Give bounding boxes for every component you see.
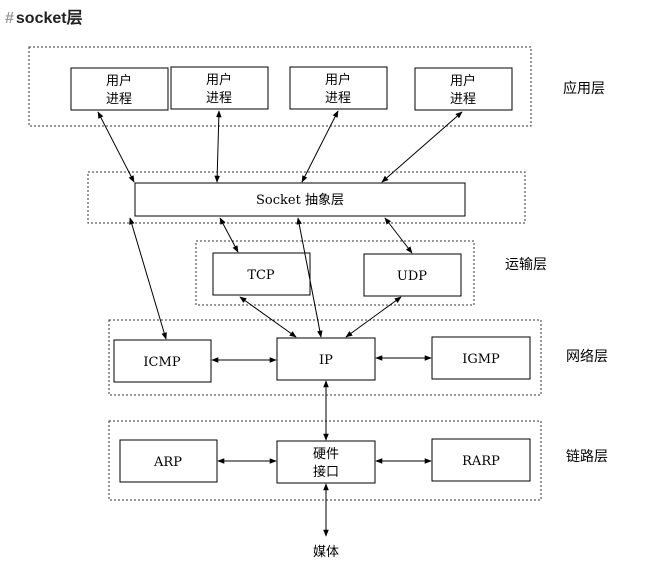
user-process-3-line2: 进程	[325, 91, 351, 106]
user-process-1-line1: 用户	[106, 73, 132, 89]
user-process-box-1	[70, 67, 169, 111]
arrow-process3-socket	[301, 110, 339, 183]
icmp-box	[113, 339, 212, 383]
user-process-box-2	[170, 66, 269, 110]
heading-hash: #	[5, 10, 14, 27]
section-heading: #socket层	[5, 4, 83, 28]
arp-label: ARP	[153, 455, 182, 470]
application-layer-region	[28, 46, 532, 127]
hardware-interface-line2: 接口	[313, 464, 339, 480]
socket-box	[134, 182, 466, 217]
udp-label: UDP	[397, 269, 427, 284]
user-process-4-line1: 用户	[450, 73, 476, 89]
media-label: 媒体	[313, 545, 339, 560]
arrow-process2-socket	[214, 110, 222, 183]
ip-box	[276, 337, 376, 381]
arrow-socket-tcp	[219, 217, 239, 253]
application-layer-label: 应用层	[563, 80, 605, 97]
hardware-interface-box	[276, 440, 376, 484]
network-layer-region	[108, 319, 542, 396]
socket-label: Socket 抽象层	[256, 193, 344, 208]
tcp-box	[212, 252, 311, 296]
arrow-process1-socket	[97, 111, 135, 183]
arrow-tcp-ip	[239, 296, 297, 338]
arrow-socket-ip	[296, 217, 323, 338]
icmp-label: ICMP	[143, 355, 180, 370]
arp-box	[119, 439, 218, 483]
network-layer-label: 网络层	[566, 349, 608, 365]
udp-box	[363, 253, 462, 297]
user-process-3-line1: 用户	[325, 72, 351, 88]
user-process-4-line2: 进程	[450, 92, 476, 107]
igmp-box	[431, 336, 531, 380]
heading-title: socket层	[15, 10, 83, 27]
rarp-box	[431, 438, 531, 482]
arrow-udp-ip	[345, 296, 402, 338]
transport-layer-region	[195, 240, 475, 306]
user-process-2-line1: 用户	[206, 72, 232, 88]
user-process-box-4	[414, 67, 513, 111]
arrow-socket-udp	[384, 217, 413, 254]
arrow-process4-socket	[381, 111, 463, 183]
user-process-1-line2: 进程	[106, 92, 132, 107]
ip-label: IP	[319, 353, 333, 368]
arrow-socket-icmp	[129, 217, 167, 340]
tcp-label: TCP	[247, 268, 275, 283]
hardware-interface-line1: 硬件	[313, 447, 339, 462]
rarp-label: RARP	[462, 454, 500, 469]
link-layer-label: 链路层	[566, 449, 608, 465]
user-process-2-line2: 进程	[206, 91, 232, 106]
transport-layer-label: 运输层	[505, 257, 547, 273]
user-process-box-3	[289, 66, 388, 110]
igmp-label: IGMP	[462, 352, 500, 367]
